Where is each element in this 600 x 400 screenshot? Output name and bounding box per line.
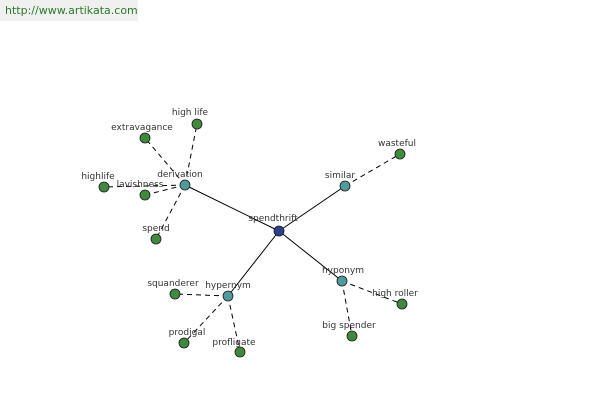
graph-labels: spendthrift derivation high life extravagan…: [81, 108, 418, 348]
leaf-label-prodigal[interactable]: prodigal: [169, 328, 206, 338]
leaf-label-spend[interactable]: spend: [142, 224, 169, 234]
leaf-label-highlife[interactable]: highlife: [81, 172, 115, 182]
relation-label-derivation[interactable]: derivation: [157, 170, 203, 180]
leaf-node-extravagance[interactable]: [139, 132, 151, 144]
graph-edges: [103, 123, 403, 353]
edge-derivation-extravagance: [144, 137, 186, 186]
leaf-label-squanderer[interactable]: squanderer: [147, 279, 199, 289]
edge-derivation-spend: [155, 184, 186, 240]
root-label[interactable]: spendthrift: [248, 214, 298, 224]
leaf-label-wasteful[interactable]: wasteful: [378, 139, 416, 149]
leaf-node-spend[interactable]: [150, 233, 162, 245]
edge-root-hypernym: [227, 230, 280, 297]
leaf-node-squanderer[interactable]: [169, 288, 181, 300]
edge-hypernym-squanderer: [174, 293, 229, 297]
leaf-node-high-life[interactable]: [191, 118, 203, 130]
edge-derivation-high-life: [184, 123, 198, 186]
leaf-label-high-roller[interactable]: high roller: [372, 289, 418, 299]
leaf-label-big-spender[interactable]: big spender: [322, 321, 376, 331]
edge-root-derivation: [184, 184, 280, 232]
leaf-node-highlife[interactable]: [98, 181, 110, 193]
relation-node-similar[interactable]: [339, 180, 351, 192]
edge-hypernym-profligate: [227, 295, 241, 353]
edge-root-similar: [278, 185, 346, 232]
root-node[interactable]: [273, 225, 285, 237]
relation-node-hypernym[interactable]: [222, 290, 234, 302]
edge-root-hyponym: [278, 230, 343, 282]
relation-node-derivation[interactable]: [179, 179, 191, 191]
leaf-node-profligate[interactable]: [234, 346, 246, 358]
edge-hyponym-high-roller: [341, 280, 403, 305]
leaf-node-high-roller[interactable]: [396, 298, 408, 310]
edge-hypernym-prodigal: [183, 295, 229, 344]
leaf-node-wasteful[interactable]: [394, 148, 406, 160]
site-link[interactable]: http://www.artikata.com: [0, 0, 138, 21]
leaf-label-high-life[interactable]: high life: [172, 108, 209, 118]
leaf-node-lavishness[interactable]: [139, 189, 151, 201]
leaf-label-extravagance[interactable]: extravagance: [111, 123, 173, 133]
leaf-label-profligate[interactable]: profligate: [212, 338, 256, 348]
relation-label-similar[interactable]: similar: [325, 171, 355, 181]
relation-label-hypernym[interactable]: hypernym: [205, 281, 251, 291]
graph-nodes: [98, 118, 408, 358]
edge-similar-wasteful: [344, 153, 401, 187]
relation-node-hyponym[interactable]: [336, 275, 348, 287]
leaf-label-lavishness[interactable]: lavishness: [117, 180, 164, 190]
leaf-node-big-spender[interactable]: [346, 330, 358, 342]
relation-label-hyponym[interactable]: hyponym: [322, 266, 364, 276]
leaf-node-prodigal[interactable]: [178, 337, 190, 349]
edge-derivation-highlife: [103, 184, 186, 188]
edge-derivation-lavishness: [144, 184, 186, 196]
edge-hyponym-big-spender: [341, 280, 353, 337]
